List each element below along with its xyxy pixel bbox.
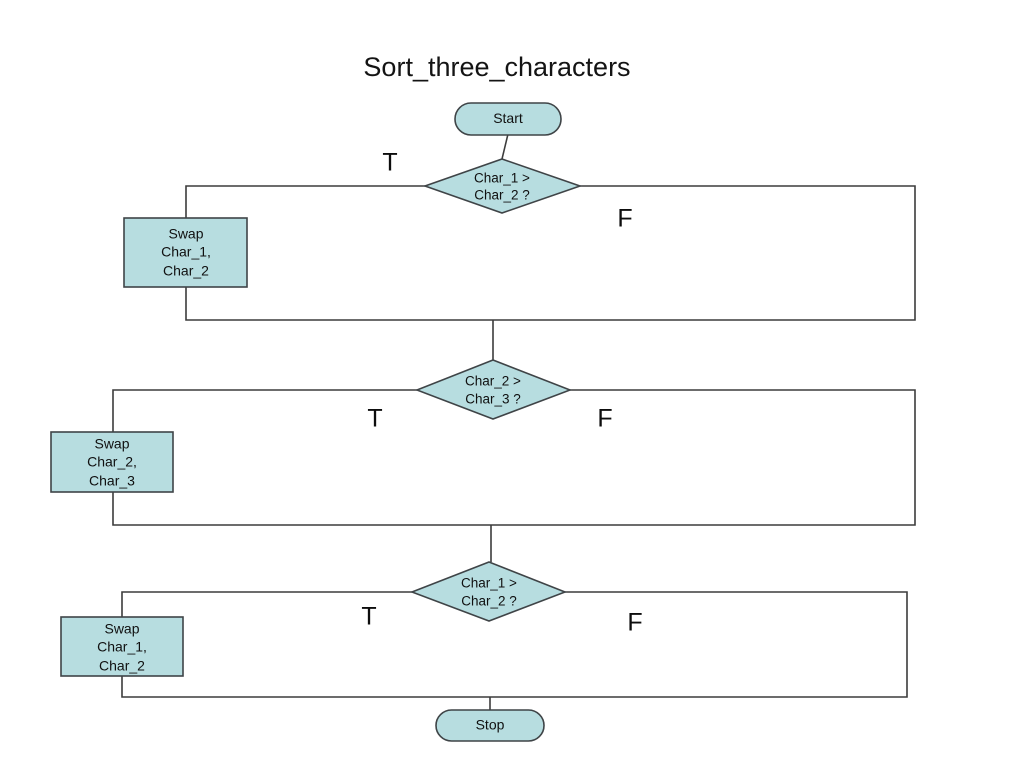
- stop-terminal-shape: [435, 709, 545, 742]
- decision-3-true-label: T: [361, 603, 376, 631]
- node-decision-1[interactable]: Char_1 > Char_2 ?: [422, 158, 583, 214]
- swap-2-box-shape: [50, 431, 174, 493]
- swap-1-label-line2: Char_1,: [161, 244, 211, 260]
- decision-2-false-label: F: [597, 405, 612, 433]
- decision-1-diamond-shape: [422, 158, 583, 214]
- decision-2-label-line1: Char_2 >: [465, 374, 521, 389]
- edge-swap-3-to-merge-3: [121, 676, 490, 698]
- swap-2-label-line2: Char_2,: [87, 454, 137, 470]
- decision-1-label-line2: Char_2 ?: [474, 188, 530, 203]
- swap-2-label-line1: Swap: [94, 436, 129, 452]
- swap-3-box-shape: [60, 616, 184, 677]
- diagram-title: Sort_three_characters: [363, 52, 630, 82]
- edge-decision-3-false: [490, 591, 908, 698]
- decision-3-false-label: F: [627, 609, 642, 637]
- stop-terminal-label: Stop: [476, 717, 505, 733]
- swap-2-label-line3: Char_3: [89, 473, 135, 489]
- decision-3-label-line2: Char_2 ?: [461, 594, 517, 609]
- node-swap-1[interactable]: Swap Char_1, Char_2: [123, 217, 248, 288]
- node-swap-3[interactable]: Swap Char_1, Char_2: [60, 616, 184, 677]
- connector-layer: [112, 133, 916, 710]
- edge-decision-2-true: [112, 389, 417, 432]
- node-swap-2[interactable]: Swap Char_2, Char_3: [50, 431, 174, 493]
- swap-1-label-line3: Char_2: [163, 263, 209, 279]
- decision-3-diamond-shape: [409, 561, 568, 622]
- decision-1-false-label: F: [617, 205, 632, 233]
- decision-2-true-label: T: [367, 405, 382, 433]
- decision-2-label-line2: Char_3 ?: [465, 392, 521, 407]
- decision-1-true-label: T: [382, 149, 397, 177]
- edge-decision-2-false: [491, 389, 916, 526]
- node-decision-2[interactable]: Char_2 > Char_3 ?: [414, 359, 573, 420]
- edge-decision-1-false: [493, 185, 916, 321]
- node-start[interactable]: Start: [454, 102, 562, 136]
- swap-1-label-line1: Swap: [168, 226, 203, 242]
- start-terminal-shape: [454, 102, 562, 136]
- swap-3-label-line2: Char_1,: [97, 639, 147, 655]
- swap-3-label-line3: Char_2: [99, 658, 145, 674]
- decision-1-label-line1: Char_1 >: [474, 171, 530, 186]
- node-stop[interactable]: Stop: [435, 709, 545, 742]
- node-decision-3[interactable]: Char_1 > Char_2 ?: [409, 561, 568, 622]
- swap-3-label-line1: Swap: [104, 621, 139, 637]
- edge-decision-1-true: [185, 185, 425, 218]
- edge-swap-1-to-merge-1: [185, 287, 493, 321]
- decision-3-label-line1: Char_1 >: [461, 576, 517, 591]
- edge-start-to-decision-1: [501, 133, 509, 160]
- decision-2-diamond-shape: [414, 359, 573, 420]
- swap-1-box-shape: [123, 217, 248, 288]
- start-terminal-label: Start: [493, 110, 523, 126]
- edge-decision-3-true: [121, 591, 412, 617]
- edge-swap-2-to-merge-2: [112, 492, 491, 526]
